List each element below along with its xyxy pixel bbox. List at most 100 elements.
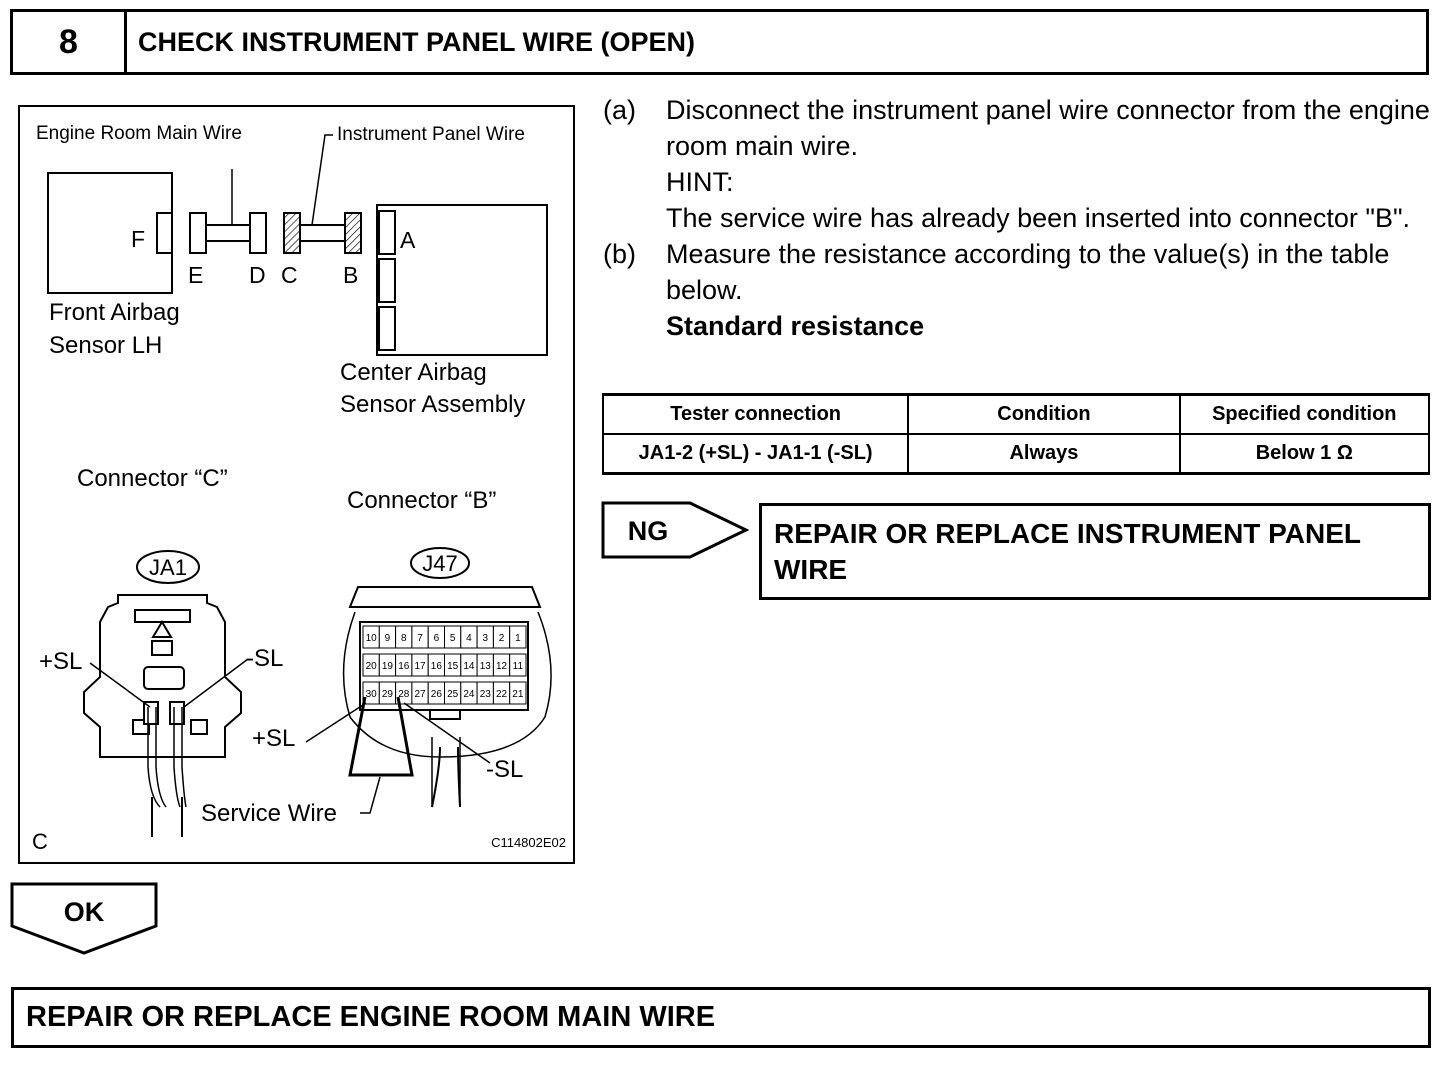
connector-b: [344, 212, 362, 254]
standard-row: Standard resistance: [603, 308, 1433, 344]
table-header-cell: Tester connection: [601, 393, 910, 435]
j47-pin-number: 1: [515, 633, 521, 644]
hint-text: The service wire has already been insert…: [666, 203, 1411, 233]
j47-pin-number: 26: [431, 689, 443, 700]
center-sensor-port-2: [378, 258, 396, 303]
j47-pin-number: 24: [463, 689, 475, 700]
step-title: CHECK INSTRUMENT PANEL WIRE (OPEN): [138, 26, 696, 57]
j47-pin-cell: [509, 625, 527, 649]
j47-pin-number: 15: [447, 661, 459, 672]
resistance-table: Tester connection Condition Specified co…: [601, 393, 1431, 475]
instruction-a-text: Disconnect the instrument panel wire con…: [666, 95, 1430, 161]
ja1-plus-sl-leader: [89, 662, 151, 708]
table-header-cell: Condition: [907, 393, 1181, 435]
j47-pin-number: 9: [385, 633, 391, 644]
figure-code: C114802E02: [491, 835, 566, 850]
ip-wire-leader: [311, 134, 333, 226]
j47-plus-sl-leader: [305, 702, 367, 743]
connector-a: [378, 210, 396, 255]
front-airbag-sensor-box: [47, 172, 173, 294]
ip-wire-body: [299, 224, 346, 242]
service-wire-loop: [348, 696, 414, 777]
center-airbag-label-1: Center Airbag: [340, 359, 487, 386]
j47-pin-number: 21: [512, 689, 524, 700]
connector-f: [156, 212, 173, 254]
ja1-plus-sl-label: +SL: [39, 648, 82, 675]
front-airbag-label-1: Front Airbag: [49, 299, 180, 326]
ja1-probe-wire-2: [155, 707, 167, 808]
ja1-top-slot: [134, 609, 191, 623]
connector-c-title: Connector “C”: [77, 465, 228, 492]
ja1-probe-wire-4: [181, 707, 187, 808]
j47-minus-sl-label: -SL: [486, 756, 523, 783]
ja1-minus-sl-label: -SL: [246, 645, 283, 672]
diagram-corner-letter: C: [32, 829, 48, 854]
front-airbag-label-2: Sensor LH: [49, 332, 162, 359]
connector-e: [189, 212, 207, 254]
j47-pin-number: 23: [480, 689, 492, 700]
j47-pin-number: 16: [431, 661, 443, 672]
j47-pin-number: 16: [398, 661, 410, 672]
ja1-probe-wire-3: [173, 707, 181, 808]
ng-arrow: NG: [601, 501, 750, 559]
ja1-lock: [151, 640, 173, 656]
table-header-cell: Specified condition: [1178, 393, 1431, 435]
erm-wire-body: [205, 224, 251, 242]
connector-f-letter: F: [131, 226, 145, 252]
ja1-label: JA1: [149, 555, 187, 580]
ja1-harness: [151, 797, 183, 837]
connector-e-letter: E: [188, 262, 203, 288]
j47-harness-lines: [431, 737, 461, 807]
j47-pin-number: 2: [499, 633, 505, 644]
j47-pin-number: 10: [366, 633, 378, 644]
j47-pin-cell: [509, 653, 527, 677]
j47-plus-sl-label: +SL: [252, 725, 295, 752]
instrument-panel-wire-label: Instrument Panel Wire: [337, 124, 525, 145]
ok-arrow: OK: [10, 882, 158, 955]
j47-pin-number: 8: [401, 633, 407, 644]
diagram-svg: Engine Room Main Wire Instrument Panel W…: [32, 123, 566, 854]
instruction-a-label: (a): [603, 95, 636, 125]
connector-c: [283, 212, 301, 254]
j47-pin-number: 22: [496, 689, 508, 700]
ok-label: OK: [64, 897, 105, 927]
j47-pin-number: 11: [513, 661, 524, 672]
j47-pin-number: 14: [463, 661, 475, 672]
instruction-b: (b) Measure the resistance according to …: [603, 236, 1433, 308]
ja1-right-pad: [190, 719, 208, 735]
j47-pin-number: 28: [398, 689, 410, 700]
step-number: 8: [13, 12, 127, 72]
service-wire-label: Service Wire: [201, 800, 337, 827]
j47-top-rim: [348, 586, 542, 608]
instruction-a: (a) Disconnect the instrument panel wire…: [603, 92, 1433, 164]
j47-pin-number: 30: [366, 689, 378, 700]
ja1-triangle-mark: [151, 620, 173, 638]
connector-b-letter: B: [343, 262, 358, 288]
j47-pin-number: 12: [496, 661, 508, 672]
j47-pin-number: 25: [447, 689, 459, 700]
connector-c-letter: C: [281, 262, 298, 288]
j47-pin-number: 29: [382, 689, 394, 700]
j47-pin-cell: [509, 681, 527, 705]
wiring-diagram: Engine Room Main Wire Instrument Panel W…: [18, 105, 575, 864]
instruction-b-label: (b): [603, 239, 636, 269]
j47-label: J47: [422, 551, 457, 576]
ja1-label-oval: [136, 550, 200, 584]
table-cell: JA1-2 (+SL) - JA1-1 (-SL): [601, 433, 910, 475]
j47-pin-number: 13: [480, 661, 492, 672]
connector-d: [249, 212, 267, 254]
j47-pin-number: 27: [414, 689, 426, 700]
table-cell: Below 1 Ω: [1178, 433, 1431, 475]
j47-pin-number: 5: [450, 633, 456, 644]
j47-pin-number: 17: [414, 661, 426, 672]
step-header: 8 CHECK INSTRUMENT PANEL WIRE (OPEN): [10, 9, 1429, 75]
engine-room-main-wire-label: Engine Room Main Wire: [36, 123, 242, 144]
center-sensor-port-3: [378, 306, 396, 351]
ja1-center-slot: [143, 666, 185, 690]
connector-d-letter: D: [249, 262, 266, 288]
hint-row: HINT:: [603, 164, 1433, 200]
center-airbag-label-2: Sensor Assembly: [340, 391, 525, 418]
service-wire-leader: [360, 776, 381, 814]
hint-text-row: The service wire has already been insert…: [603, 200, 1433, 236]
table-cell: Always: [907, 433, 1181, 475]
